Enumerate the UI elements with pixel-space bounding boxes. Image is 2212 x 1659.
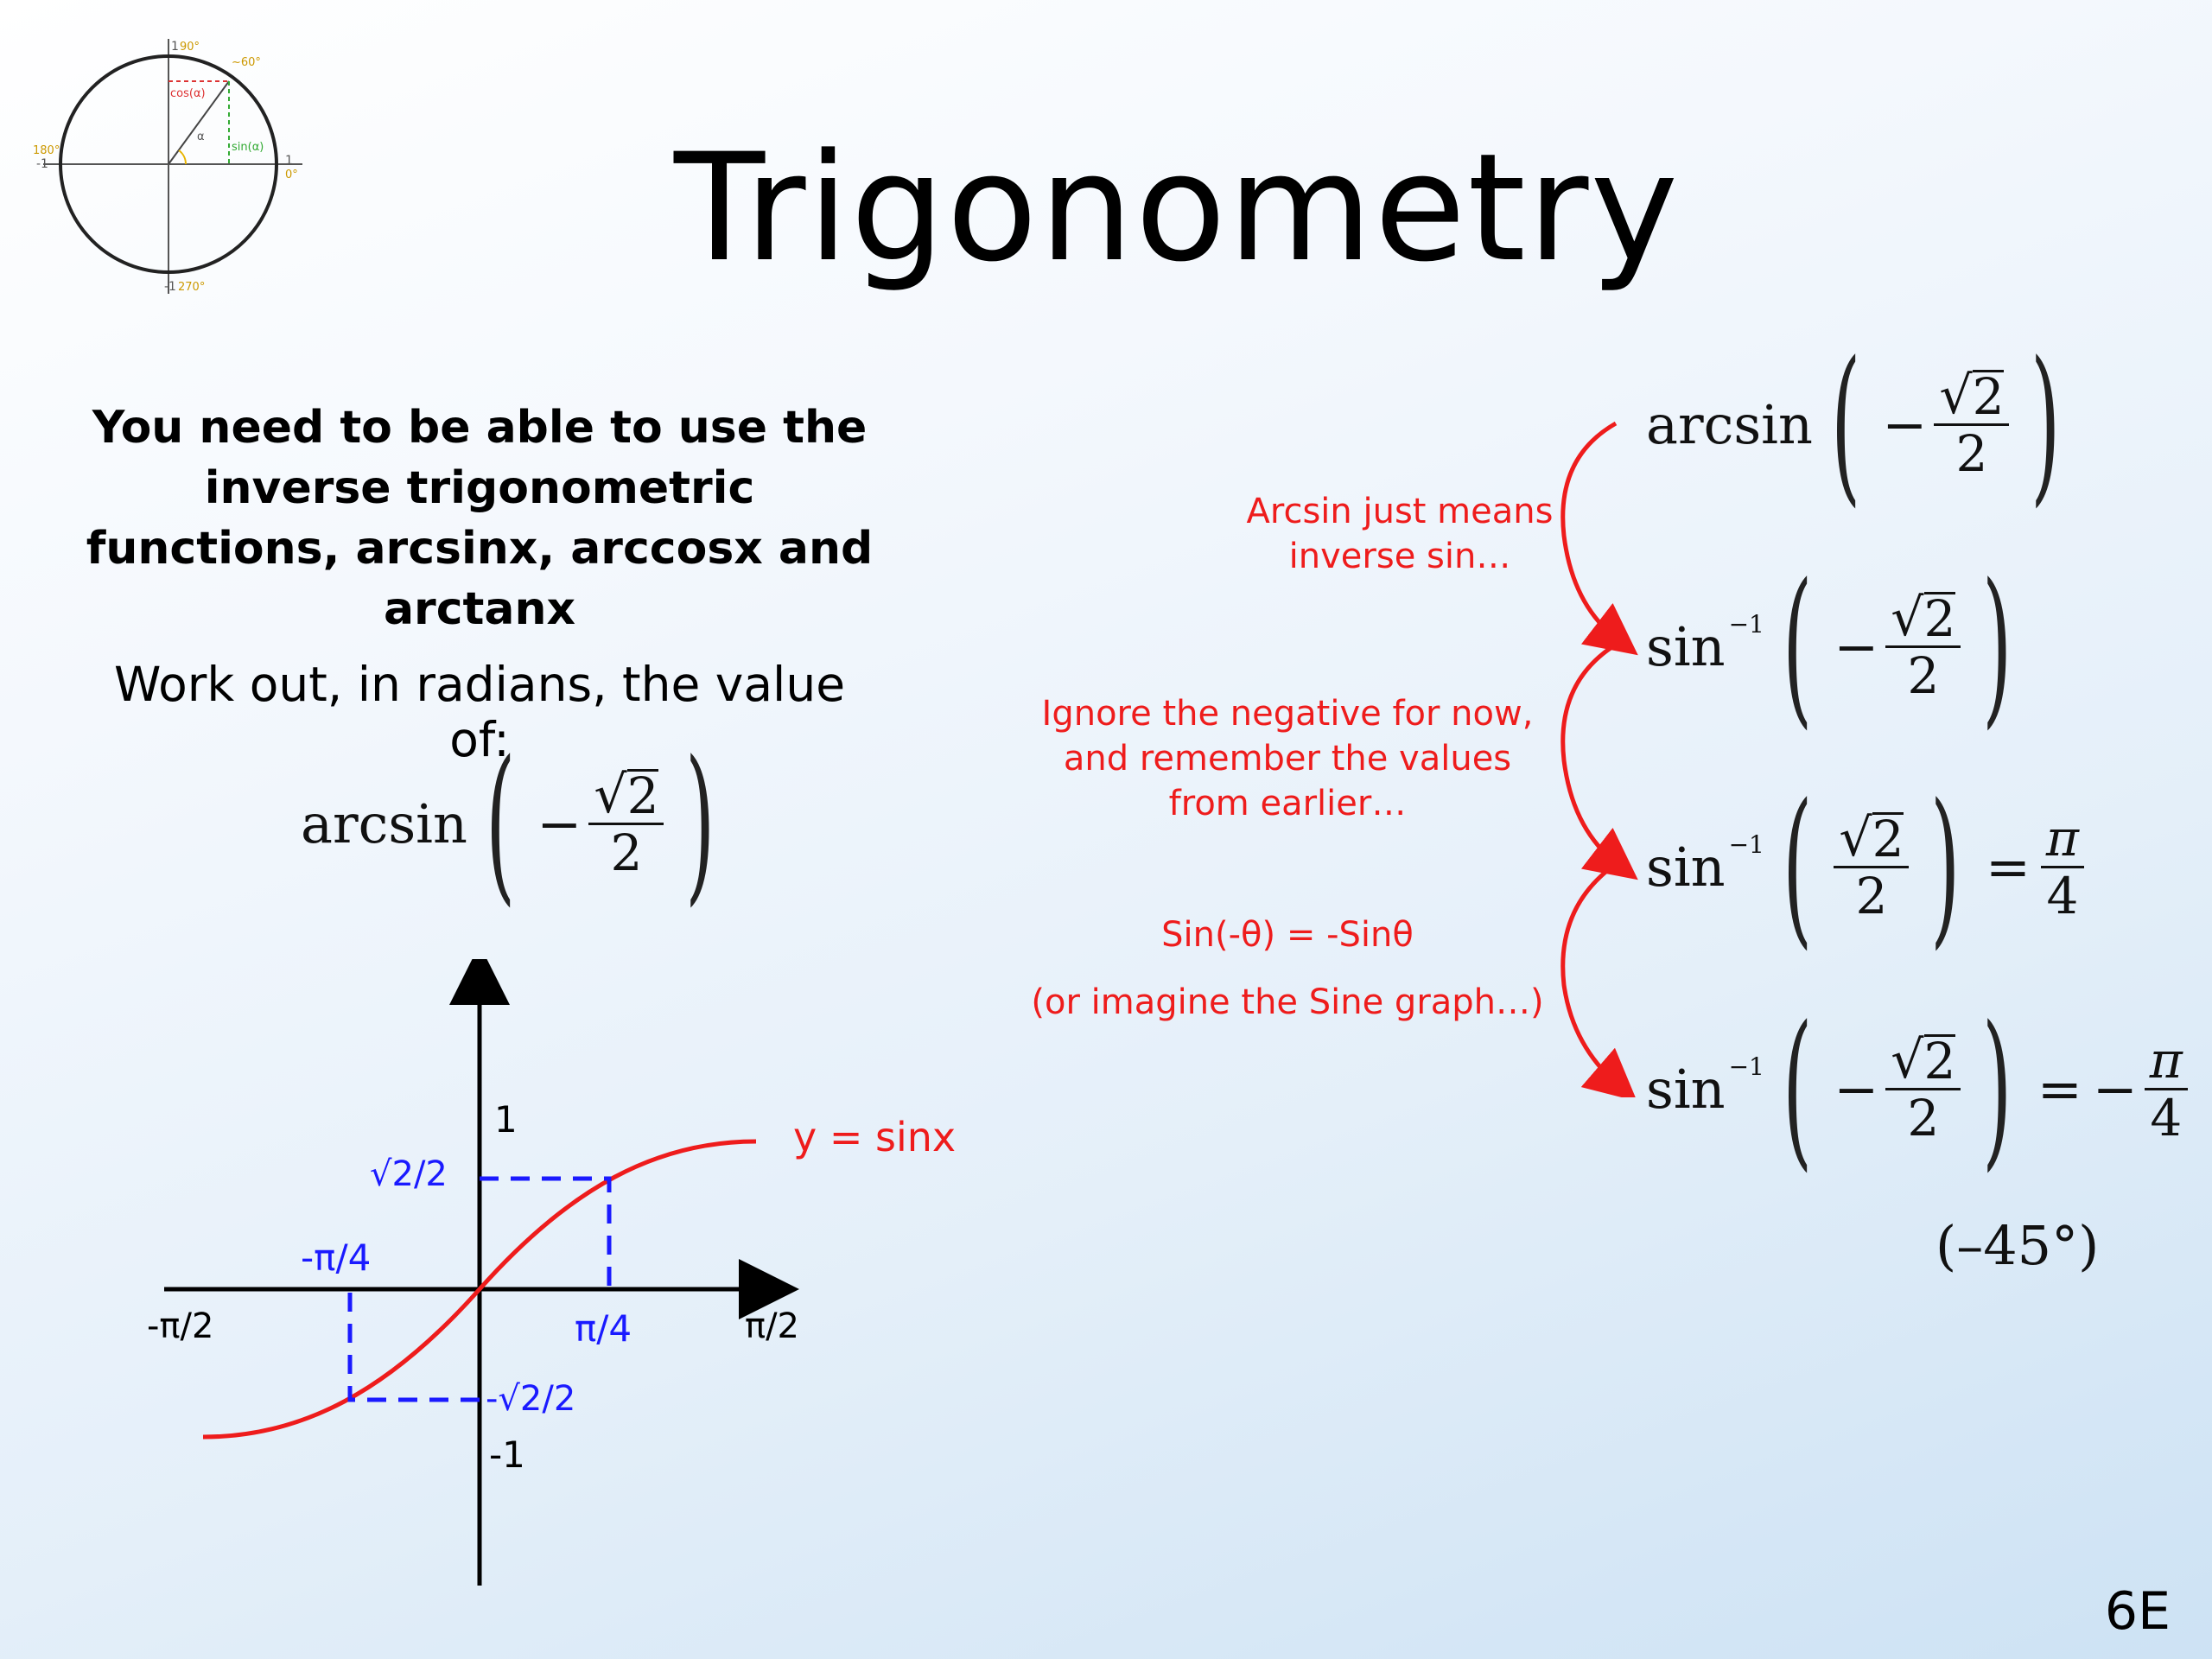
arrow-2 xyxy=(1560,642,1638,880)
step-fn: arcsin xyxy=(1646,392,1813,456)
denominator: 2 xyxy=(1907,645,1940,705)
step-1: arcsin ( − √2 2 ) xyxy=(1646,340,2079,509)
step-fn: sin xyxy=(1646,614,1726,678)
sine-curve xyxy=(202,1139,757,1440)
left-paren: ( xyxy=(1782,768,1813,965)
equals-sign: = xyxy=(1985,835,2031,899)
x-tick-half-pi: π/2 xyxy=(745,1306,799,1346)
denominator: 2 xyxy=(1955,423,1988,483)
note-identity: Sin(-θ) = -Sinθ xyxy=(1161,915,1414,955)
main-expression: arcsin ( − √2 2 ) xyxy=(301,739,734,908)
denominator: 2 xyxy=(610,823,643,882)
arrow-1 xyxy=(1560,421,1638,656)
fraction: √2 2 xyxy=(1934,366,2010,483)
result-denominator: 4 xyxy=(2150,1088,2183,1147)
equals-sign: = xyxy=(2037,1057,2082,1121)
curve-label: y = sinx xyxy=(793,1114,956,1160)
svg-text:180°: 180° xyxy=(33,144,60,157)
fraction: √2 2 xyxy=(1885,1033,1961,1146)
guide-negative xyxy=(347,1289,480,1402)
guide-positive xyxy=(480,1176,612,1289)
right-paren: ) xyxy=(1982,548,2012,745)
step-2: sin−1 ( − √2 2 ) xyxy=(1646,562,2031,731)
arcsin-label: arcsin xyxy=(301,791,467,855)
right-paren: ) xyxy=(2031,326,2061,523)
radicand: 2 xyxy=(1972,366,2005,426)
task-text: Work out, in radians, the value of: xyxy=(113,657,846,767)
svg-text:1: 1 xyxy=(171,40,179,54)
denominator: 2 xyxy=(1855,866,1888,925)
fraction: √2 2 xyxy=(1834,809,1910,925)
svg-text:0°: 0° xyxy=(285,168,298,181)
svg-text:sin(α): sin(α) xyxy=(232,141,264,154)
right-paren: ) xyxy=(1930,768,1961,965)
svg-text:~60°: ~60° xyxy=(232,56,261,69)
denominator: 2 xyxy=(1907,1088,1940,1147)
svg-text:270°: 270° xyxy=(178,281,205,294)
angle-note: (–45°) xyxy=(1936,1214,2100,1277)
y-tick-1: 1 xyxy=(494,1098,518,1141)
sine-graph: y = sinx 1 -1 -π/2 π/2 π/4 -π/4 √2/2 -√2… xyxy=(147,959,956,1586)
result-fraction: π 4 xyxy=(2144,1033,2188,1147)
arrow-3 xyxy=(1560,861,1637,1097)
intro-text: You need to be able to use the inverse t… xyxy=(86,402,874,635)
svg-text:cos(α): cos(α) xyxy=(170,87,206,100)
result-fraction: π 4 xyxy=(2040,810,2085,925)
y-tick-neg-root2-over2: -√2/2 xyxy=(486,1379,575,1419)
radicand: 2 xyxy=(1872,809,1904,868)
step-arrows xyxy=(1560,421,1638,1097)
inverse-superscript: −1 xyxy=(1728,609,1764,639)
result-numerator: π xyxy=(2144,1033,2188,1090)
step-fn: sin xyxy=(1646,1057,1726,1121)
svg-text:-1: -1 xyxy=(36,157,48,171)
left-paren: ( xyxy=(485,725,516,922)
numerator: √2 xyxy=(588,767,664,825)
note-arcsin-meaning: Arcsin just means inverse sin… xyxy=(1246,492,1554,576)
radicand: 2 xyxy=(1923,1031,1956,1090)
x-tick-quarter-pi: π/4 xyxy=(575,1307,632,1350)
svg-text:1: 1 xyxy=(285,154,293,168)
slide-title: Trigonometry xyxy=(674,121,1681,295)
left-paren: ( xyxy=(1830,326,1861,523)
radicand: 2 xyxy=(626,766,659,825)
y-tick-root2-over2: √2/2 xyxy=(370,1154,448,1194)
step-4: sin−1 ( − √2 2 ) = − π 4 xyxy=(1646,1004,2191,1173)
inverse-superscript: −1 xyxy=(1728,830,1764,859)
result-numerator: π xyxy=(2040,810,2085,868)
left-paren: ( xyxy=(1782,990,1813,1187)
left-paren: ( xyxy=(1782,548,1813,745)
result-denominator: 4 xyxy=(2046,866,2079,925)
sqrt-sign: √ xyxy=(594,764,627,825)
minus-sign: − xyxy=(537,791,582,855)
radicand: 2 xyxy=(1923,588,1956,648)
x-tick-neg-quarter-pi: -π/4 xyxy=(301,1236,371,1279)
fraction: √2 2 xyxy=(1885,590,1961,703)
minus-sign: − xyxy=(1834,614,1879,678)
step-3: sin−1 ( √2 2 ) = π 4 xyxy=(1646,782,2088,951)
svg-text:-1: -1 xyxy=(164,280,176,294)
svg-text:α: α xyxy=(197,130,205,143)
note-ignore-negative: Ignore the negative for now, and remembe… xyxy=(1041,694,1534,823)
minus-sign: − xyxy=(1834,1057,1879,1121)
svg-text:90°: 90° xyxy=(180,41,200,54)
right-paren: ) xyxy=(685,725,715,922)
slide-number: 6E xyxy=(2104,1581,2171,1642)
unit-circle-diagram: 1 90° ~60° 1 0° 180° -1 -1 270° cos(α) s… xyxy=(33,39,302,294)
step-fn: sin xyxy=(1646,835,1726,899)
inverse-superscript: −1 xyxy=(1728,1052,1764,1081)
y-tick-neg1: -1 xyxy=(489,1433,525,1476)
minus-sign: − xyxy=(1882,392,1928,456)
note-imagine: (or imagine the Sine graph…) xyxy=(1031,982,1544,1022)
result-minus: − xyxy=(2092,1057,2138,1121)
x-tick-neg-half-pi: -π/2 xyxy=(147,1306,213,1346)
right-paren: ) xyxy=(1982,990,2012,1187)
fraction: √2 2 xyxy=(588,767,664,880)
